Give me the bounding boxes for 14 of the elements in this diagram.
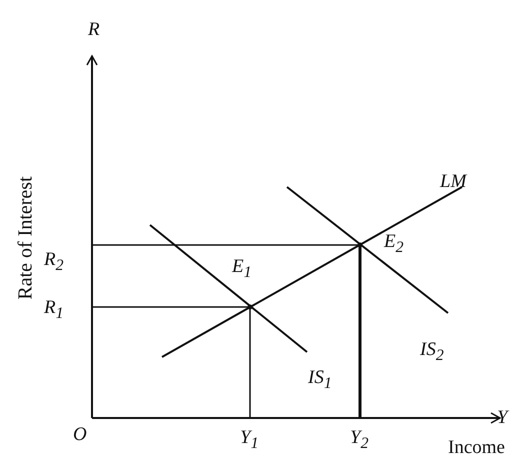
axis-title: Income <box>448 438 505 457</box>
axis-title: Rate of Interest <box>16 176 36 300</box>
axis-label: Y <box>497 408 508 427</box>
axis-tick-label: R$_{1}$ <box>44 298 64 322</box>
axis-tick-label: R$_{2}$ <box>44 250 64 274</box>
point-label: E$_{1}$ <box>232 257 252 281</box>
point-label: E$_{2}$ <box>384 232 404 256</box>
curve-label: IS$_{2}$ <box>420 340 444 364</box>
axis-label: R <box>88 20 100 39</box>
axis-tick-label: Y$_{1}$ <box>240 428 258 452</box>
curve-label: IS$_{1}$ <box>308 368 332 392</box>
axis-tick-label: Y$_{2}$ <box>350 428 368 452</box>
curve-label: LM <box>440 172 466 191</box>
origin-label: O <box>73 425 87 444</box>
